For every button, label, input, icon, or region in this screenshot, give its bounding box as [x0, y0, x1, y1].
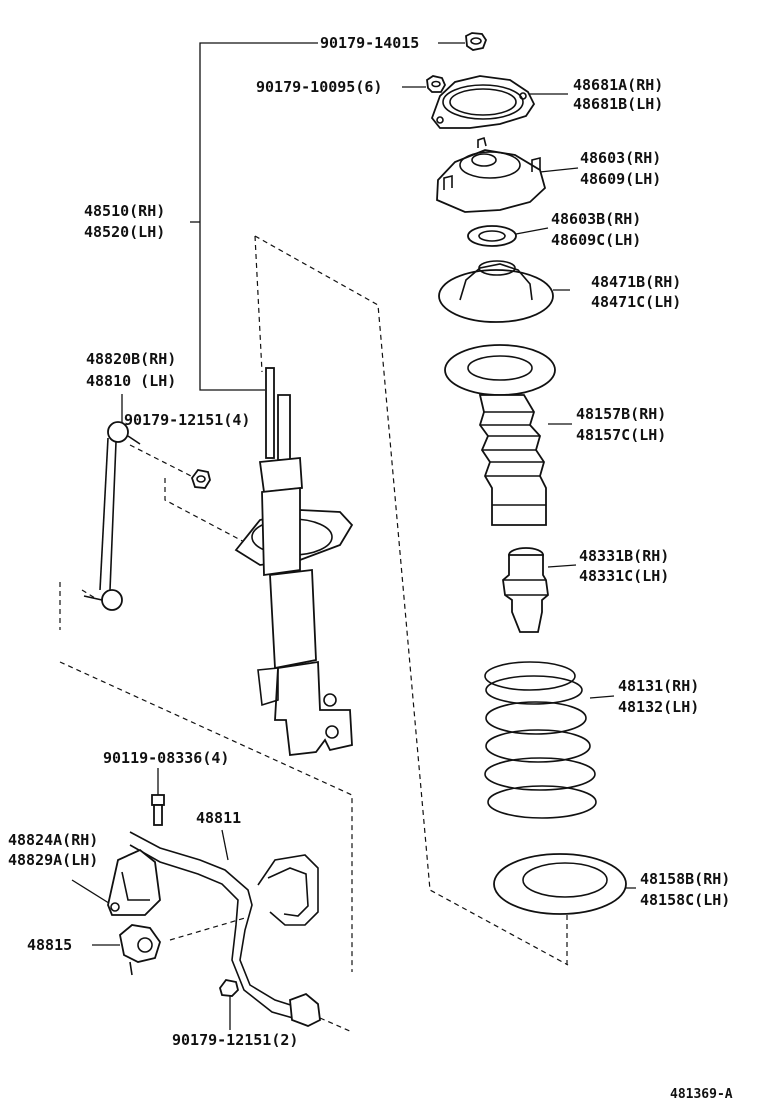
- label-48609c: 48609C(LH): [551, 231, 641, 249]
- bearing-48603B: [467, 225, 517, 247]
- label-48331c: 48331C(LH): [579, 567, 669, 585]
- label-48471c: 48471C(LH): [591, 293, 681, 311]
- stabilizer-link-48820: [83, 421, 141, 611]
- label-48820b: 48820B(RH): [86, 350, 176, 368]
- label-48609: 48609(LH): [580, 170, 661, 188]
- label-48510: 48510(RH): [84, 202, 165, 220]
- assembly-outline-dashed: [59, 235, 569, 1033]
- spring-upper-seat-48471: [438, 260, 554, 323]
- label-48603: 48603(RH): [580, 149, 661, 167]
- label-48158b: 48158B(RH): [640, 870, 730, 888]
- label-48471b: 48471B(RH): [591, 273, 681, 291]
- label-90179-12151-2: 90179-12151(2): [172, 1031, 298, 1049]
- label-48815: 48815: [27, 936, 72, 954]
- stabilizer-bar-48811: [129, 831, 321, 1027]
- leader-lines: [71, 42, 636, 1030]
- label-48132: 48132(LH): [618, 698, 699, 716]
- label-48131: 48131(RH): [618, 677, 699, 695]
- spring-lower-insulator-48158: [493, 853, 627, 915]
- label-48810: 48810 (LH): [86, 372, 176, 390]
- nut-90179-14015: [465, 32, 488, 51]
- strut-assembly-48510: [234, 367, 354, 756]
- label-48829a: 48829A(LH): [8, 851, 98, 869]
- dust-boot-48157: [444, 344, 556, 526]
- label-90119-08336: 90119-08336(4): [103, 749, 229, 767]
- bump-stop-48331: [502, 547, 549, 633]
- label-48681b: 48681B(LH): [573, 95, 663, 113]
- upper-support-plate-48681: [430, 75, 536, 129]
- nut-90179-12151-lower: [219, 979, 239, 997]
- nut-90179-10095: [426, 75, 447, 93]
- label-90179-12151-4: 90179-12151(4): [124, 411, 250, 429]
- label-48158c: 48158C(LH): [640, 891, 730, 909]
- bolt-90119-08336: [151, 794, 165, 826]
- diagram-reference-number: 481369-A: [670, 1087, 733, 1102]
- coil-spring-48131: [484, 661, 597, 819]
- label-48331b: 48331B(RH): [579, 547, 669, 565]
- label-48520: 48520(LH): [84, 223, 165, 241]
- label-48157b: 48157B(RH): [576, 405, 666, 423]
- part-labels: 90179-14015 90179-10095(6) 48681A(RH) 48…: [8, 34, 733, 1102]
- label-90179-14015: 90179-14015: [320, 34, 419, 52]
- label-48603b: 48603B(RH): [551, 210, 641, 228]
- upper-mount-48603: [436, 136, 547, 213]
- label-48157c: 48157C(LH): [576, 426, 666, 444]
- label-48811: 48811: [196, 809, 241, 827]
- bracket-48824A: [107, 848, 161, 916]
- label-48824a: 48824A(RH): [8, 831, 98, 849]
- nut-90179-12151-upper: [190, 469, 211, 489]
- label-90179-10095: 90179-10095(6): [256, 78, 382, 96]
- label-48681a: 48681A(RH): [573, 76, 663, 94]
- bushing-48815: [119, 924, 161, 976]
